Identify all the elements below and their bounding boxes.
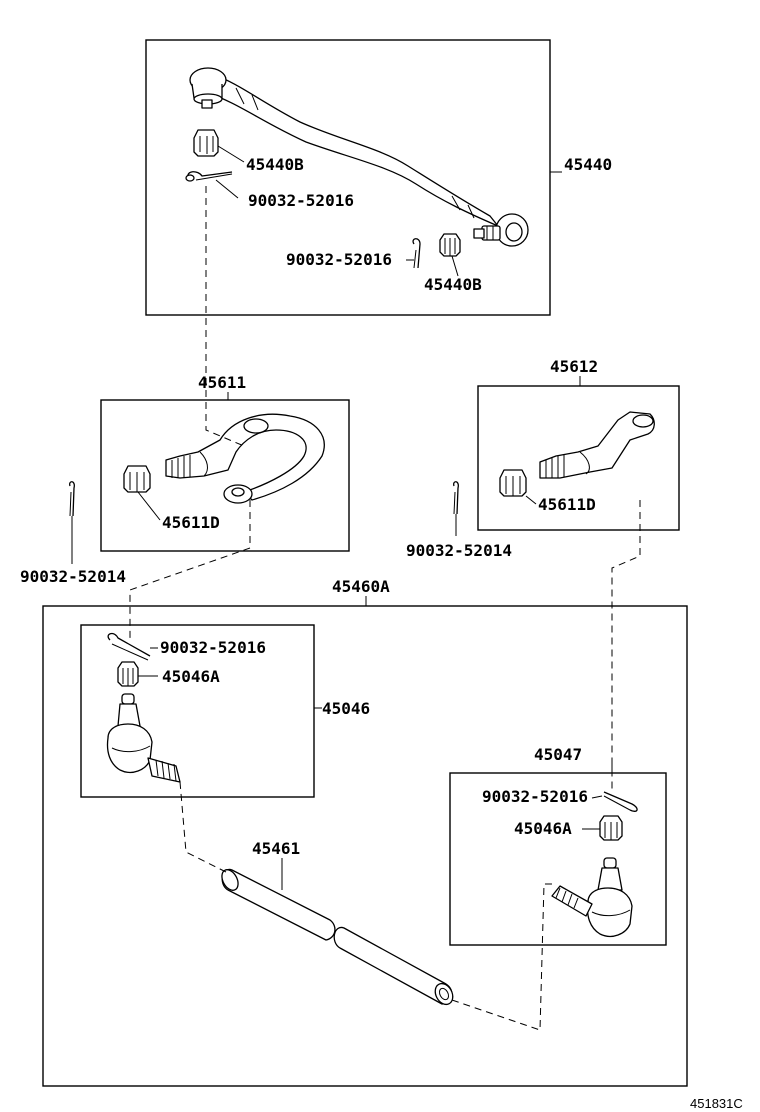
drag-link-box xyxy=(145,39,551,316)
tie-rod-end-left-group: 90032-52016 45046A xyxy=(80,624,322,798)
knuckle-arm-left-box xyxy=(100,399,350,552)
tie-rod-end-right-pin[interactable] xyxy=(603,791,638,812)
tie-rod-end-right-part[interactable] xyxy=(551,857,633,938)
label-drag-link-pin-bottom: 90032-52016 xyxy=(286,250,392,269)
tie-rod-end-left-nut[interactable] xyxy=(117,661,139,687)
label-drag-link-pin-top: 90032-52016 xyxy=(248,191,354,210)
drag-link-pin-top[interactable] xyxy=(185,171,233,182)
drag-link-nut-bottom[interactable] xyxy=(439,233,461,257)
drag-link-pin-bottom[interactable] xyxy=(412,238,421,269)
label-tie-rod-assy: 45460A xyxy=(332,577,390,596)
label-tie-rod-end-left: 45046 xyxy=(322,699,370,718)
tie-rod-end-left-pin[interactable] xyxy=(107,632,151,661)
knuckle-arm-right-box xyxy=(477,385,680,531)
label-tube: 45461 xyxy=(252,839,300,858)
drag-link-nut-top[interactable] xyxy=(193,129,219,157)
figure-id: 451831C xyxy=(690,1096,743,1111)
label-tie-rod-end-right-pin: 90032-52016 xyxy=(482,787,588,806)
label-tie-rod-end-left-pin: 90032-52016 xyxy=(160,638,266,657)
knuckle-arm-right-part[interactable] xyxy=(539,411,655,479)
label-cotter-pin-right: 90032-52014 xyxy=(406,541,512,560)
label-knuckle-arm-left-nut: 45611D xyxy=(162,513,220,532)
label-drag-link: 45440 xyxy=(564,155,612,174)
knuckle-arm-right-group: 45612 45611D xyxy=(477,357,680,531)
tie-rod-end-left-box xyxy=(80,624,315,798)
drag-link-rod[interactable] xyxy=(189,67,529,247)
tie-rod-end-right-nut[interactable] xyxy=(599,815,623,841)
label-tie-rod-end-right-nut: 45046A xyxy=(514,819,572,838)
label-knuckle-arm-right: 45612 xyxy=(550,357,598,376)
tube-part[interactable] xyxy=(219,867,457,1007)
label-tie-rod-end-left-nut: 45046A xyxy=(162,667,220,686)
label-cotter-pin-left: 90032-52014 xyxy=(20,567,126,586)
tie-rod-end-right-box xyxy=(449,772,667,946)
label-drag-link-nut-top: 45440B xyxy=(246,155,304,174)
label-knuckle-arm-left: 45611 xyxy=(198,373,246,392)
assembly-lines xyxy=(129,186,641,1031)
cotter-pin-right[interactable] xyxy=(453,481,459,515)
knuckle-arm-left-nut[interactable] xyxy=(123,465,151,493)
label-tie-rod-end-right: 45047 xyxy=(534,745,582,764)
knuckle-arm-left-group: 45611 45611D xyxy=(100,373,350,552)
label-drag-link-nut-bottom: 45440B xyxy=(424,275,482,294)
tie-rod-end-right-group: 90032-52016 45046A xyxy=(449,772,667,946)
tube-group: 45461 xyxy=(219,839,457,1007)
tie-rod-assy-box xyxy=(42,605,688,1087)
label-knuckle-arm-right-nut: 45611D xyxy=(538,495,596,514)
cotter-pin-left[interactable] xyxy=(69,481,75,517)
drag-link-group: 45440B 90032-52016 90032-52016 45440B xyxy=(145,39,562,316)
knuckle-arm-left-part[interactable] xyxy=(165,413,325,504)
tie-rod-end-left-part[interactable] xyxy=(106,693,181,783)
knuckle-arm-right-nut[interactable] xyxy=(499,469,527,497)
